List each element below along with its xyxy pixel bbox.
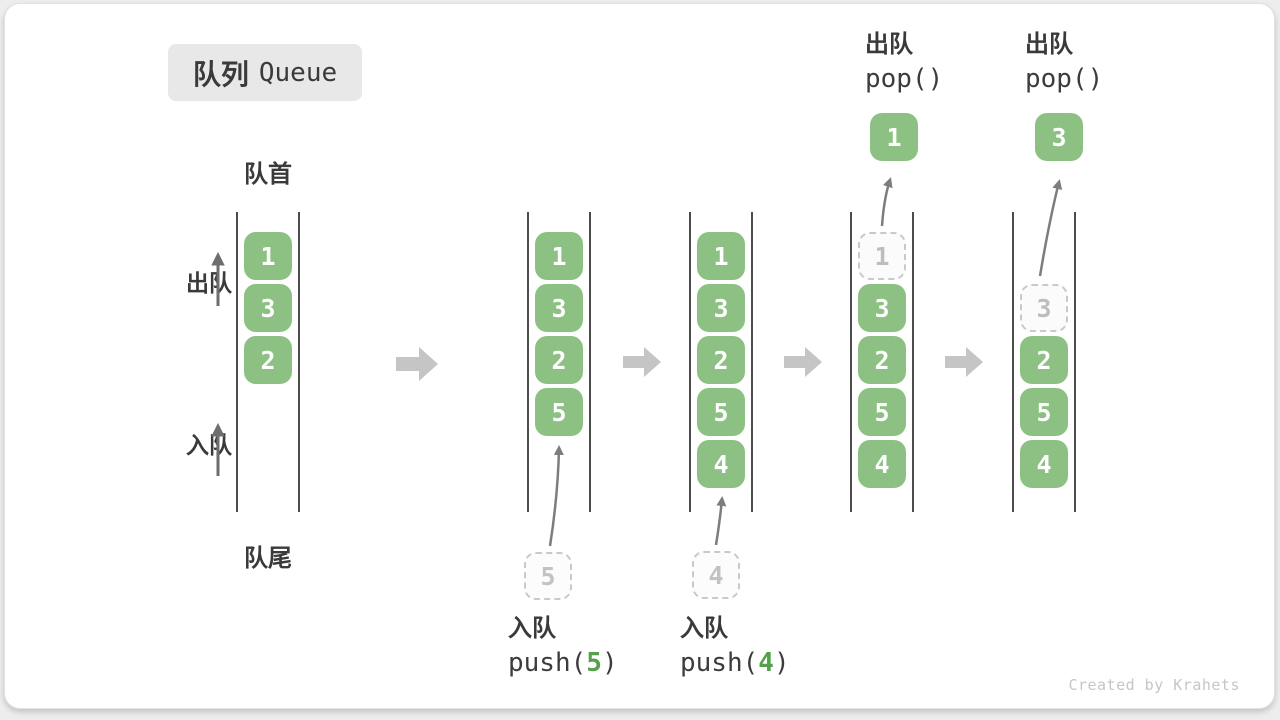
popped-cell: 3 [1035,113,1083,161]
dequeue-side-label: 出队 [186,270,232,296]
queue-cell: 4 [1020,440,1068,488]
flow-arrow-icon [945,347,983,377]
queue-wall [1012,212,1014,512]
op-code-pre: push( [680,648,759,678]
queue-wall [236,212,238,512]
queue-cell: 5 [858,388,906,436]
op-code-arg: 4 [758,648,774,678]
op-name: 出队 [1025,31,1073,58]
queue-wall [751,212,753,512]
queue-cell: 1 [697,232,745,280]
push-operation-label: 入队 push(5) [508,614,618,682]
popped-cell: 1 [870,113,918,161]
queue-wall [527,212,529,512]
watermark: Created by Krahets [1068,676,1240,694]
queue-cell: 1 [244,232,292,280]
queue-cell: 2 [244,336,292,384]
op-code: push(4) [680,644,790,682]
queue-cell: 3 [535,284,583,332]
queue-cell: 2 [1020,336,1068,384]
flow-arrow-icon [396,347,438,381]
queue-cell: 4 [858,440,906,488]
enqueue-side-label: 入队 [186,432,232,458]
op-code-post: ) [773,648,790,678]
queue-cell: 3 [244,284,292,332]
queue-wall [589,212,591,512]
queue-cell: 3 [697,284,745,332]
ghost-cell: 1 [858,232,906,280]
op-code: push(5) [508,644,618,682]
op-code-post: ) [601,648,618,678]
queue-cell: 4 [697,440,745,488]
queue-cell: 5 [535,388,583,436]
queue-cell: 5 [697,388,745,436]
queue-rear-label: 队尾 [244,545,292,572]
queue-wall [298,212,300,512]
op-name: 出队 [865,31,913,58]
ghost-cell: 3 [1020,284,1068,332]
queue-wall [850,212,852,512]
title-badge: 队列 Queue [168,44,362,101]
op-name: 入队 [508,615,556,642]
flow-arrow-icon [784,347,822,377]
op-code: pop() [1025,64,1104,94]
flow-arrow-icon [623,347,661,377]
queue-wall [912,212,914,512]
pending-cell: 4 [692,551,740,599]
queue-front-label: 队首 [244,161,292,188]
push-operation-label: 入队 push(4) [680,614,790,682]
op-code: pop() [865,64,944,94]
queue-wall [1074,212,1076,512]
queue-state-5: 3 2 5 4 [1012,212,1076,512]
queue-state-4: 1 3 2 5 4 [850,212,914,512]
queue-cell: 2 [697,336,745,384]
pop-operation-label: 出队 pop() [865,30,943,98]
queue-wall [689,212,691,512]
queue-cell: 1 [535,232,583,280]
title-zh: 队列 [192,58,249,90]
queue-state-3: 1 3 2 5 4 [689,212,753,512]
queue-cell: 2 [858,336,906,384]
queue-cell: 3 [858,284,906,332]
queue-state-2: 1 3 2 5 [527,212,591,512]
op-code-pre: push( [508,648,587,678]
queue-cell: 2 [535,336,583,384]
pop-operation-label: 出队 pop() [1025,30,1103,98]
pending-cell: 5 [524,552,572,600]
queue-cell: 5 [1020,388,1068,436]
op-code-arg: 5 [586,648,602,678]
title-en: Queue [258,57,338,88]
queue-state-1: 1 3 2 [236,212,300,512]
op-name: 入队 [680,615,728,642]
